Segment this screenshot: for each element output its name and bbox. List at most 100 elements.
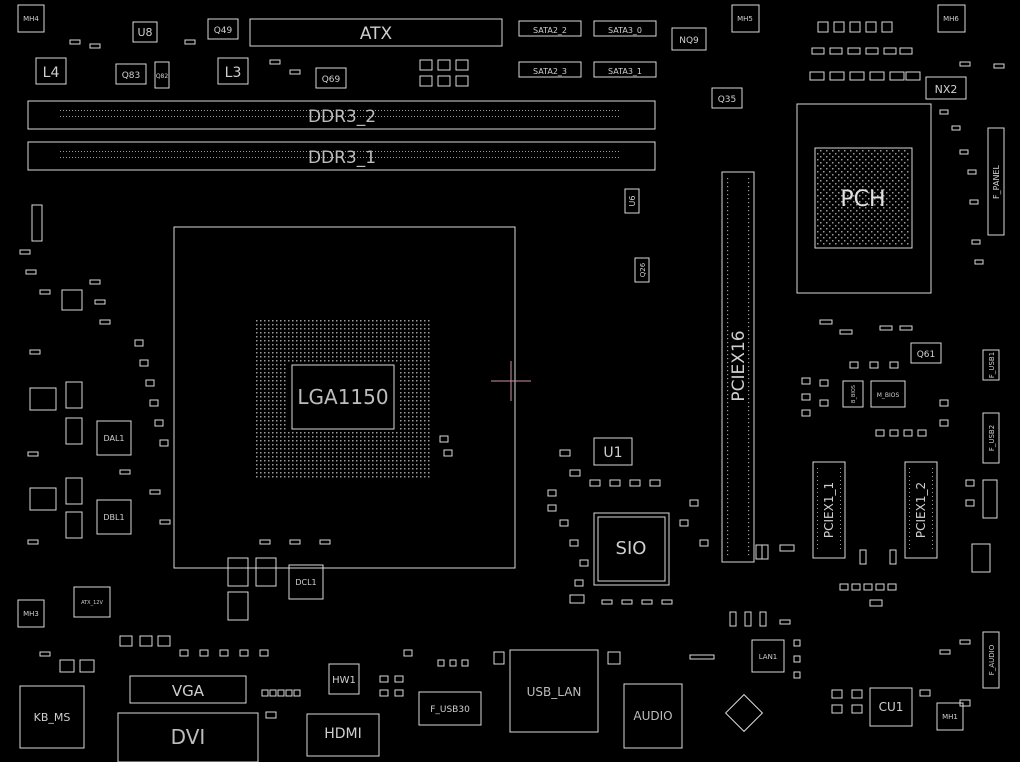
label-b-bios: B_BIOS <box>851 385 857 403</box>
label-f-audio: F_AUDIO <box>988 644 996 675</box>
small-chip <box>65 417 83 445</box>
pch-die <box>814 147 913 249</box>
dal1-outline <box>96 420 132 456</box>
cu1-outline <box>869 687 913 727</box>
label-q82: Q82 <box>156 73 169 80</box>
label-nx2: NX2 <box>935 83 958 96</box>
mh4-outline <box>17 4 45 33</box>
q26-outline <box>634 257 650 283</box>
u6-outline <box>624 188 640 214</box>
bga-pads <box>60 110 933 556</box>
label-sio: SIO <box>616 538 647 559</box>
mh6-outline <box>937 4 966 33</box>
sata3-0-connector <box>593 20 657 37</box>
audio-connector <box>623 683 683 749</box>
label-q26: Q26 <box>639 262 647 277</box>
label-dbl1: DBL1 <box>103 513 124 522</box>
label-nq9: NQ9 <box>679 36 699 46</box>
label-vga: VGA <box>172 682 205 700</box>
label-f-usb1: F_USB1 <box>988 352 996 378</box>
label-ddr3-1: DDR3_1 <box>308 148 376 168</box>
label-mh5: MH5 <box>737 15 753 23</box>
label-dvi: DVI <box>171 725 206 749</box>
small-chip <box>227 591 249 621</box>
small-header <box>971 543 991 573</box>
label-sata2-3: SATA2_3 <box>533 67 567 76</box>
mh5-outline <box>731 4 760 33</box>
label-sata3-0: SATA3_0 <box>608 26 642 35</box>
label-cu1: CU1 <box>879 700 904 714</box>
label-pch: PCH <box>840 187 885 212</box>
label-q35: Q35 <box>718 95 737 105</box>
label-mh6: MH6 <box>943 15 959 23</box>
small-chip <box>65 477 83 505</box>
small-chip <box>255 557 277 587</box>
sata3-1-connector <box>593 61 657 78</box>
lan1-outline <box>751 639 785 673</box>
label-dcl1: DCL1 <box>295 578 316 587</box>
hdmi-connector <box>306 713 380 757</box>
sio-inner <box>597 516 666 582</box>
small-chip <box>61 289 83 311</box>
label-dal1: DAL1 <box>103 434 124 443</box>
label-usb-lan: USB_LAN <box>527 685 582 699</box>
small-chip <box>65 381 83 409</box>
label-q83: Q83 <box>122 71 141 81</box>
hw1-outline <box>328 663 360 695</box>
atx12v-outline <box>73 586 111 618</box>
label-u8: U8 <box>137 26 152 39</box>
label-ddr3-2: DDR3_2 <box>308 107 376 127</box>
dvi-connector <box>117 712 259 762</box>
crosshair-cursor-icon <box>491 361 531 401</box>
label-q69: Q69 <box>322 75 341 85</box>
label-m-bios: M_BIOS <box>877 392 900 399</box>
diamond-chip <box>724 693 764 733</box>
small-chip <box>31 204 43 242</box>
label-sata3-1: SATA3_1 <box>608 67 642 76</box>
f-audio-header <box>982 631 1000 689</box>
ddr3-1-slot <box>27 141 656 171</box>
vga-connector <box>129 675 247 704</box>
q35-outline <box>711 87 743 109</box>
label-l4: L4 <box>43 65 60 81</box>
label-l3: L3 <box>225 65 242 81</box>
label-lan1: LAN1 <box>759 653 778 661</box>
label-mh4: MH4 <box>23 15 39 23</box>
label-atx12v: ATX_12V <box>81 600 103 606</box>
label-q61: Q61 <box>917 350 936 360</box>
label-q49: Q49 <box>214 26 233 36</box>
small-chip <box>65 511 83 539</box>
nq9-outline <box>671 27 707 51</box>
label-pciex16: PCIEX16 <box>729 330 749 401</box>
u8-outline <box>132 21 158 43</box>
ddr3-2-slot <box>27 100 656 130</box>
pciex1-1-slot <box>812 461 846 559</box>
sio-outline <box>593 512 670 586</box>
label-hw1: HW1 <box>332 675 356 686</box>
label-f-usb2: F_USB2 <box>988 425 996 451</box>
label-f-panel: F_PANEL <box>992 165 1001 199</box>
f-usb1-header <box>982 349 1000 381</box>
label-lga1150: LGA1150 <box>297 385 388 409</box>
usb-lan-connector <box>509 649 599 733</box>
small-header <box>982 479 998 519</box>
label-f-usb30: F_USB30 <box>430 705 470 715</box>
passive-components <box>19 21 1005 719</box>
u1-outline <box>593 437 633 466</box>
small-chip <box>29 387 57 411</box>
label-u1: U1 <box>603 445 622 461</box>
label-audio: AUDIO <box>633 709 672 723</box>
cpu-socket-center <box>291 364 395 430</box>
small-chip <box>227 557 249 587</box>
label-mh3: MH3 <box>23 610 39 618</box>
label-pciex1-1: PCIEX1_1 <box>822 482 836 538</box>
l4-outline <box>35 57 67 85</box>
kb-ms-connector <box>19 685 85 749</box>
mh3-outline <box>17 599 45 628</box>
atx-connector <box>249 18 503 47</box>
q61-outline <box>910 342 942 364</box>
pch-outline <box>796 103 932 294</box>
pciex16-slot <box>721 171 755 563</box>
small-chip <box>29 487 57 511</box>
